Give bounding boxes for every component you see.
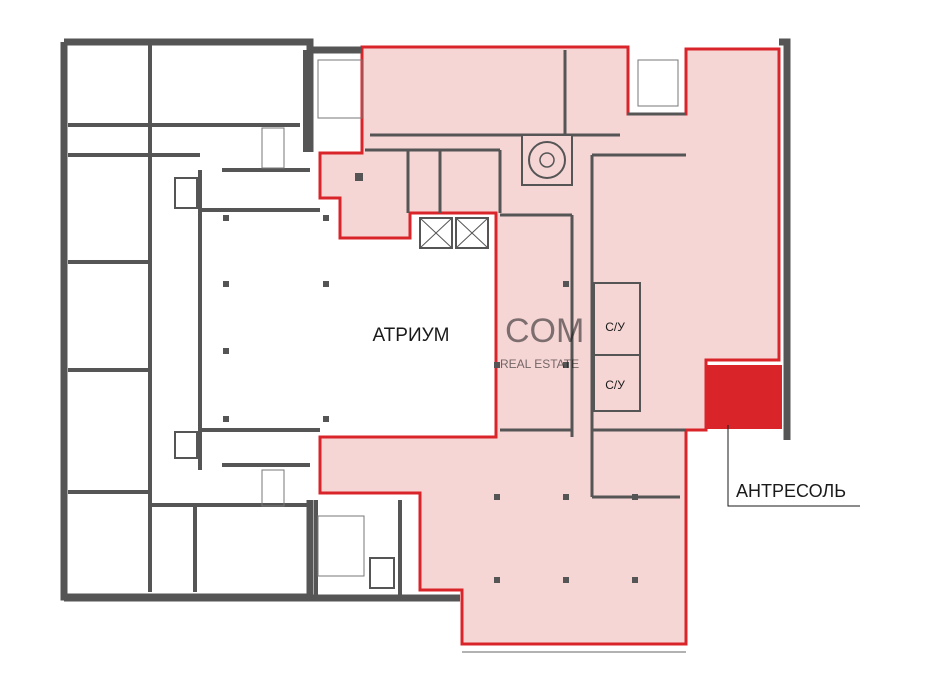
elevators <box>174 177 489 589</box>
mezzanine-label: АНТРЕСОЛЬ <box>736 481 846 501</box>
inner-walls <box>68 45 402 598</box>
watermark-subtext: REAL ESTATE <box>500 357 579 371</box>
spiral-staircase <box>521 134 573 186</box>
wc-label-2: С/У <box>605 378 625 392</box>
wc-label-1: С/У <box>605 320 625 334</box>
rental-inner-walls <box>365 50 686 499</box>
atrium-label: АТРИУМ <box>372 325 449 346</box>
mezzanine-leader-line <box>727 425 860 507</box>
mezzanine-block[interactable] <box>706 365 782 429</box>
rental-area-highlight[interactable] <box>318 45 781 646</box>
watermark-text: COM <box>505 312 584 350</box>
wc-block-1[interactable] <box>593 282 641 356</box>
wc-block-2[interactable] <box>593 354 641 412</box>
walls <box>60 38 791 602</box>
stairs <box>261 59 679 577</box>
columns <box>223 173 638 583</box>
